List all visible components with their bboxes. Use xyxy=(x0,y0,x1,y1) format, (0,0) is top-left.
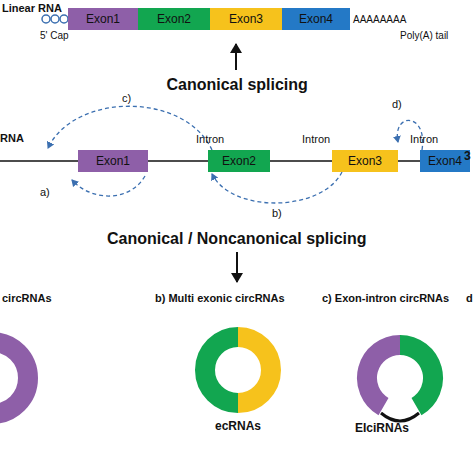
splice-arc xyxy=(72,176,145,196)
down-arrow xyxy=(236,252,238,282)
text-label: Canonical splicing xyxy=(167,76,308,94)
exon-label: Exon3 xyxy=(229,12,263,26)
text-label: 3 xyxy=(464,150,471,163)
ring-label: ecRNAs xyxy=(193,419,283,433)
cap-circle xyxy=(60,15,68,23)
exon-label: Exon2 xyxy=(157,12,191,26)
text-label: Canonical / Noncanonical splicing xyxy=(107,230,367,248)
exon-label: Exon4 xyxy=(299,12,333,26)
exon-label: Exon2 xyxy=(222,154,256,168)
text-label: Intron xyxy=(196,133,224,145)
text-label: Intron xyxy=(410,133,438,145)
text-label: 5' Cap xyxy=(40,30,69,41)
text-label: c) Exon-intron circRNAs xyxy=(322,292,449,304)
text-label: AAAAAAAA xyxy=(353,14,406,25)
circrna-ring: EIciRNAs xyxy=(355,333,450,433)
exon-box: Exon4 xyxy=(420,150,470,172)
ring-shape xyxy=(355,333,445,423)
exon-label: Exon1 xyxy=(96,154,130,168)
ring-shape xyxy=(193,325,283,415)
up-arrow xyxy=(235,44,237,70)
edge-label: b) xyxy=(272,207,282,219)
exon-box: Exon2 xyxy=(208,150,270,172)
cap-circle xyxy=(51,15,59,23)
intron-arc xyxy=(381,413,419,421)
circrna-ring: ecRNAs xyxy=(193,325,283,435)
exonic-ring xyxy=(0,342,28,414)
text-label: circRNAs xyxy=(2,292,52,304)
text-label: d xyxy=(466,292,473,304)
exon-label: Exon3 xyxy=(348,154,382,168)
text-label: c) xyxy=(122,92,131,104)
text-label: d) xyxy=(392,98,402,110)
exon-box: Exon1 xyxy=(78,150,148,172)
exon-box: Exon3 xyxy=(332,150,398,172)
exon-label: Exon4 xyxy=(428,154,462,168)
ring-exon xyxy=(367,345,400,407)
exon-label: Exon1 xyxy=(86,12,120,26)
splice-arc xyxy=(48,106,212,150)
exon-box: Exon4 xyxy=(282,8,350,30)
ring-label: EIciRNAs xyxy=(355,421,450,435)
splice-connector xyxy=(212,172,342,203)
cap-circle xyxy=(42,15,50,23)
exon-box: Exon2 xyxy=(138,8,210,30)
ring-half xyxy=(205,337,238,403)
exon-box: Exon1 xyxy=(68,8,138,30)
ring-exon xyxy=(400,345,433,407)
text-label: RNA xyxy=(0,132,24,144)
text-label: Linear RNA xyxy=(2,2,62,14)
text-label: Intron xyxy=(302,133,330,145)
text-label: a) xyxy=(40,186,50,198)
ring-half xyxy=(238,337,271,403)
text-label: Poly(A) tail xyxy=(400,30,448,41)
text-label: b) Multi exonic circRNAs xyxy=(155,292,285,304)
exon-box: Exon3 xyxy=(210,8,282,30)
